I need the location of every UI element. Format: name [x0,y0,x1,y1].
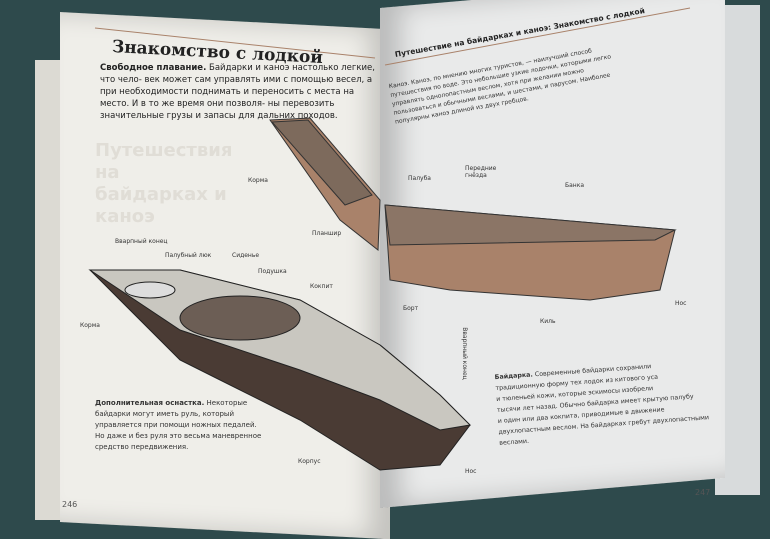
left-intro-bold: Свободное плавание. [100,63,207,73]
page-number-left: 246 [62,500,78,509]
label: Корма [80,322,100,329]
left-caption: Дополнительная оснастка. Некоторые байда… [95,398,261,453]
left-intro-line: поднимать и переносить с места на место.… [100,87,355,109]
label: Планшир [312,230,342,237]
caption-bold: Дополнительная оснастка. [95,399,205,407]
label: Корпус [298,458,321,465]
kayak-hatch [124,281,176,299]
caption-line: управляется при помощи ножных педалей. [95,421,257,429]
caption-bold: Байдарка. [494,371,534,382]
label: Вварпный конец [460,327,468,380]
left-intro-line: ны перевозить значительные грузы и запас… [100,99,338,121]
header-rule-right [384,7,691,66]
label: Банка [565,182,585,189]
label: Нос [675,300,687,307]
label: Палубный люк [165,252,212,259]
watermark: Путешествия на байдарках и каноэ [95,140,233,227]
right-caption: Байдарка. Современные байдарки сохранили… [494,357,710,449]
caption-line: средство передвижения. [95,443,189,451]
left-intro-line: век может сам управлять ими с помощью ве… [100,75,373,97]
page-number-right: 247 [695,488,711,497]
left-intro-line: Байдарки и каноэ настолько легкие, что ч… [100,63,375,85]
label: Корма [248,177,268,184]
label: Палуба [408,175,431,182]
left-intro: Свободное плавание. Байдарки и каноэ нас… [100,62,375,122]
label: Киль [540,318,556,325]
label: Сиденье [232,252,260,259]
caption-line: Некоторые [206,399,248,407]
boat-illustrations [88,7,691,471]
label: Кокпит [310,283,333,290]
caption-line: байдарки могут иметь руль, который [95,410,235,418]
canoe-interior-right [384,204,677,246]
header-rule [94,27,376,59]
label: Подушка [258,268,287,275]
label: Нос [465,468,477,475]
label: Борт [403,305,419,312]
kayak-cockpit [179,295,301,341]
caption-line: Но даже и без руля это весьма маневренно… [95,432,262,440]
caption-line: веслами. [499,437,530,447]
label: Вварпный конец [115,238,168,245]
canoe-interior-left [270,119,373,206]
label: Передние гнёзда [465,165,497,179]
